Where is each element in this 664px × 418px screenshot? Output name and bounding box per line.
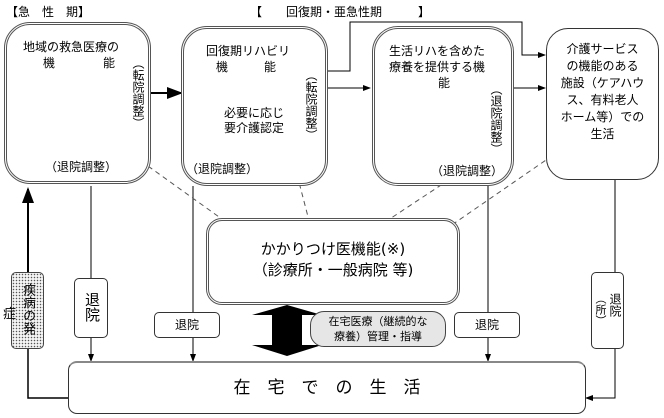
care-line-6: 生活 bbox=[590, 127, 615, 141]
acute-discharge-label: （退院調整） bbox=[45, 160, 118, 174]
acute-title-1: 地域の救急医療の bbox=[23, 40, 120, 54]
living-discharge-side-label: （退院調整） bbox=[489, 83, 503, 155]
care-line-4: ス、有料老人 bbox=[566, 93, 639, 107]
home-life-box: 在 宅 で の 生 活 bbox=[68, 361, 586, 414]
line-home-to-onset bbox=[27, 349, 68, 399]
discharge-label-4-side: （所） bbox=[594, 293, 607, 326]
care-line-1: 介護サービス bbox=[566, 42, 639, 56]
arrow-discharge4-home bbox=[585, 349, 616, 401]
discharge-box-4: 退院 （所） bbox=[591, 272, 624, 349]
care-line-2: の機能のある bbox=[566, 59, 639, 73]
recovery-discharge-label: （退院調整） bbox=[186, 162, 259, 176]
disease-onset-box: 疾病の発 bbox=[11, 272, 44, 349]
onset-label: 疾病の発 bbox=[20, 283, 35, 335]
recovery-transfer-label: （転院調整） bbox=[304, 69, 318, 141]
discharge-box-1: 退院 bbox=[74, 278, 108, 338]
home-care-line-1: 在宅医療（継続的な bbox=[328, 315, 428, 328]
arrow-recovery-to-care-top bbox=[326, 21, 546, 72]
recovery-title-1: 回復期リハビリ bbox=[206, 44, 291, 58]
living-title-3: 能 bbox=[438, 76, 451, 90]
discharge-box-3: 退院 bbox=[454, 312, 520, 338]
care-line-3: 施設（ケアハウ bbox=[560, 76, 645, 90]
discharge-label-2: 退院 bbox=[174, 318, 199, 332]
home-care-line-2: 療養）管理・指導 bbox=[334, 330, 422, 343]
recovery-note-2: 要介護認定 bbox=[224, 121, 285, 135]
acute-title-2: 機 能 bbox=[43, 56, 116, 70]
family-doctor-line-2: （診療所・一般病院 等) bbox=[252, 261, 414, 279]
discharge-label-3: 退院 bbox=[474, 318, 499, 332]
discharge-label-1: 退院 bbox=[83, 292, 101, 322]
phase-acute-heading: 【急 性 期】 bbox=[6, 5, 91, 19]
phase-recovery-heading: 【 回復期・亜急性期 】 bbox=[250, 5, 431, 19]
home-care-callout: 在宅医療（継続的な 療養）管理・指導 bbox=[310, 311, 446, 347]
recovery-rehab-box: 回復期リハビリ 機 能 必要に応じ 要介護認定 （転院調整） （退院調整） bbox=[181, 26, 328, 186]
home-life-label: 在 宅 で の 生 活 bbox=[233, 378, 421, 398]
care-facility-box: 介護サービス の機能のある 施設（ケアハウ ス、有料老人 ホーム等）での 生活 bbox=[546, 28, 659, 180]
onset-overflow-char: 症 bbox=[3, 307, 17, 322]
living-title-1: 生活リハを含めた bbox=[389, 44, 486, 58]
acute-transfer-label: （転院調整） bbox=[131, 57, 145, 129]
discharge-box-2: 退院 bbox=[154, 312, 220, 338]
family-doctor-box: かかりつけ医機能(※) （診療所・一般病院 等) bbox=[206, 218, 460, 305]
acute-care-box: 地域の救急医療の 機 能 （転院調整） （退院調整） bbox=[4, 22, 151, 184]
family-doctor-line-1: かかりつけ医機能(※) bbox=[260, 240, 406, 258]
recovery-title-2: 機 能 bbox=[216, 60, 277, 74]
recovery-note-1: 必要に応じ bbox=[224, 106, 285, 120]
living-discharge-label: （退院調整） bbox=[431, 164, 504, 178]
living-title-2: 療養を提供する機 bbox=[389, 60, 486, 74]
living-rehab-box: 生活リハを含めた 療養を提供する機 能 （退院調整） （退院調整） bbox=[372, 26, 514, 186]
bold-double-arrow-icon bbox=[252, 305, 322, 356]
care-line-5: ホーム等）での bbox=[560, 110, 645, 124]
discharge-label-4: 退院 bbox=[608, 293, 622, 317]
